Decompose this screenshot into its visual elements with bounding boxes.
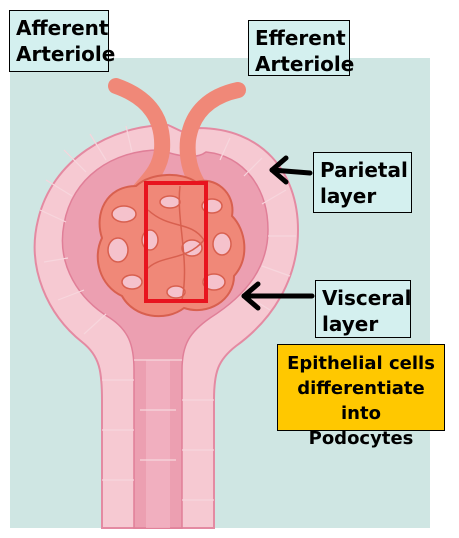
visceral-layer-label: Visceral layer <box>315 280 412 338</box>
afferent-label-line2: Arteriole <box>16 42 116 66</box>
visceral-arrow <box>241 281 315 311</box>
highlight-box <box>144 181 208 303</box>
afferent-label-line1: Afferent <box>16 16 109 40</box>
visceral-label-line2: layer <box>322 312 379 336</box>
efferent-label-line2: Arteriole <box>255 52 355 76</box>
note-line1: Epithelial cells <box>287 353 435 374</box>
tubule-lumen <box>146 360 170 528</box>
parietal-layer-label: Parietal layer <box>313 152 412 213</box>
epithelial-cell-lines <box>39 125 296 501</box>
note-line2: differentiate <box>297 378 425 399</box>
efferent-label-line1: Efferent <box>255 26 346 50</box>
parietal-label-line1: Parietal <box>320 158 408 182</box>
podocyte-note-box: Epithelial cells differentiate into Podo… <box>277 344 445 449</box>
glomerulus-tuft <box>96 173 246 317</box>
efferent-arteriole-label: Efferent Arteriole <box>248 20 355 76</box>
efferent-arteriole-vessel <box>179 82 246 196</box>
visceral-label-line1: Visceral <box>322 286 412 310</box>
parietal-label-line2: layer <box>320 184 377 208</box>
parietal-arrow <box>269 155 313 185</box>
note-line3: into Podocytes <box>308 403 414 449</box>
afferent-arteriole-label: Afferent Arteriole <box>9 10 116 72</box>
